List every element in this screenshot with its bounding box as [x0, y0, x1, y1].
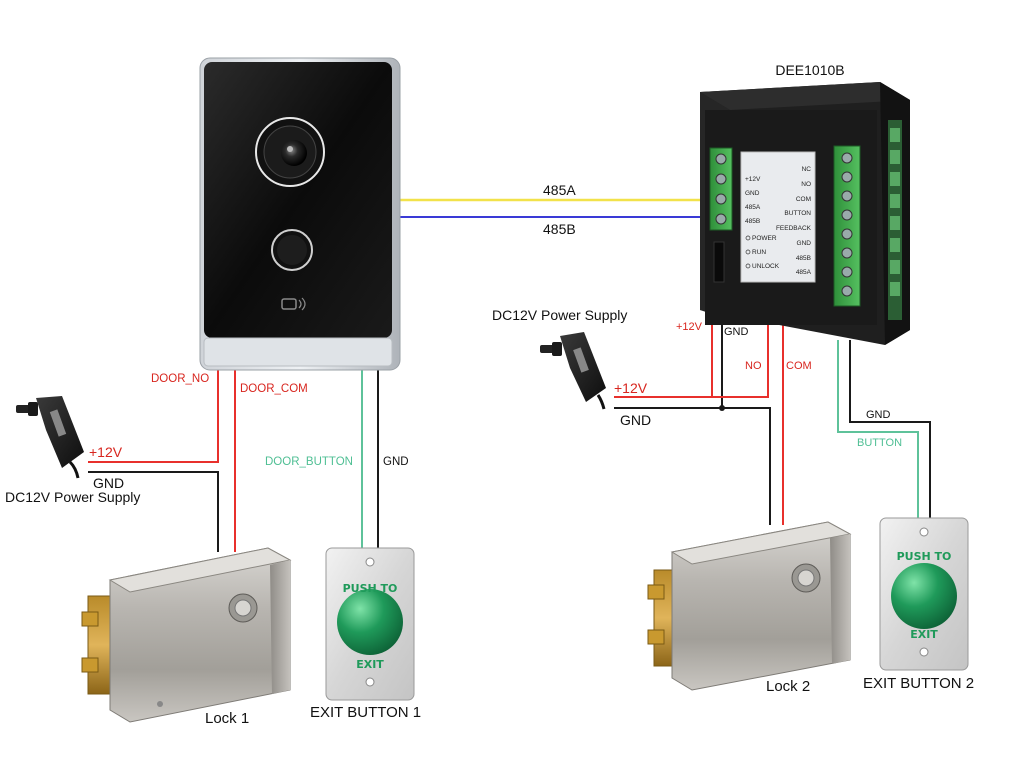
- panel-right-term: NC: [802, 166, 812, 173]
- mod-button-label: BUTTON: [857, 437, 902, 449]
- panel-right-term: COM: [796, 196, 811, 203]
- push-to-text: PUSH TO: [343, 582, 398, 595]
- exit-text: EXIT: [356, 658, 384, 671]
- lock2-caption: Lock 2: [766, 678, 810, 695]
- wire-lock2-gnd: [722, 407, 771, 525]
- psu-left-title: DC12V Power Supply: [5, 489, 140, 505]
- mod-12v-label: +12V: [676, 321, 703, 333]
- psu-right-title: DC12V Power Supply: [492, 307, 627, 323]
- exit2-caption: EXIT BUTTON 2: [863, 675, 974, 692]
- power-supply-left: [16, 396, 84, 479]
- module-right-terminal-block: [833, 145, 861, 307]
- panel-right-term: FEEDBACK: [776, 225, 812, 232]
- power-supply-right: [540, 332, 606, 410]
- lock1-caption: Lock 1: [205, 710, 249, 727]
- wire-mod-gnd-right: [849, 340, 931, 520]
- mod-no-label: NO: [745, 360, 762, 372]
- card-reader-icon: [281, 297, 306, 311]
- exit1-caption: EXIT BUTTON 1: [310, 704, 421, 721]
- panel-right-term: NO: [801, 181, 811, 188]
- door-button-label: DOOR_BUTTON: [265, 456, 353, 468]
- panel-led: RUN: [752, 249, 766, 256]
- panel-led: POWER: [752, 235, 777, 242]
- panel-right-term: 485B: [796, 255, 811, 262]
- wire-mod-no: [712, 322, 769, 398]
- door-no-label: DOOR_NO: [151, 373, 209, 385]
- door-com-label: DOOR_COM: [240, 383, 308, 395]
- lock-2: [647, 521, 852, 691]
- exit-button-2: PUSH TO EXIT: [879, 517, 969, 671]
- psu-left-gnd-label: GND: [93, 475, 124, 491]
- mod-com-label: COM: [786, 360, 812, 372]
- panel-left-term: GND: [745, 190, 760, 197]
- dee1010b-module: +12V GND 485A 485B POWER RUN UNLOCK NC N…: [700, 82, 910, 345]
- vto-gnd-label: GND: [383, 456, 409, 468]
- lock-1: [81, 547, 292, 723]
- exit-text: EXIT: [910, 628, 938, 641]
- module-label-panel: [740, 151, 816, 283]
- push-to-text: PUSH TO: [897, 550, 952, 563]
- green-push-button-icon: [891, 563, 957, 629]
- camera-lens-icon: [255, 117, 325, 187]
- panel-left-term: +12V: [745, 176, 761, 183]
- bus-485b-label: 485B: [543, 221, 576, 237]
- bus-485a-label: 485A: [543, 182, 576, 198]
- panel-right-term: 485A: [796, 269, 812, 276]
- call-button-icon: [271, 229, 313, 271]
- wire-psu-left-gnd: [88, 471, 219, 552]
- panel-left-term: 485B: [745, 218, 760, 225]
- door-station: [199, 57, 401, 371]
- exit-button-1: PUSH TO EXIT: [325, 547, 415, 701]
- mod-gnd-label: GND: [724, 326, 749, 338]
- psu-left-12v-label: +12V: [89, 444, 123, 460]
- wire-mod-button: [837, 340, 919, 520]
- psu-right-12v-label: +12V: [614, 380, 648, 396]
- panel-right-term: BUTTON: [784, 210, 811, 217]
- psu-right-gnd-label: GND: [620, 412, 651, 428]
- green-push-button-icon: [337, 589, 403, 655]
- wires: [88, 198, 931, 552]
- wire-door-no: [88, 370, 219, 463]
- module-vent-slots: [888, 120, 902, 320]
- module-left-terminal-block: [709, 147, 733, 231]
- panel-right-term: GND: [797, 240, 812, 247]
- mod-gnd-right-label: GND: [866, 409, 891, 421]
- module-title: DEE1010B: [775, 62, 844, 78]
- panel-led: UNLOCK: [752, 263, 780, 270]
- panel-left-term: 485A: [745, 204, 761, 211]
